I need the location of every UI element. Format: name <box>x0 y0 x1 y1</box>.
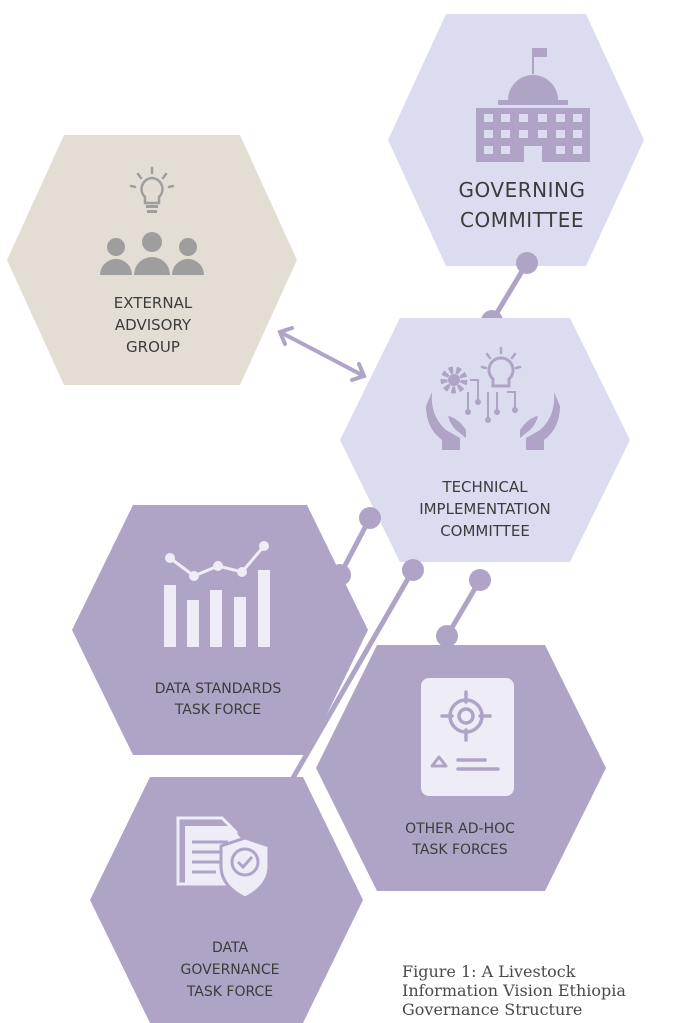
external-label-line2: ADVISORY <box>115 316 192 334</box>
connector-node <box>436 625 458 647</box>
data-governance-label-line2: GOVERNANCE <box>181 962 280 978</box>
data-governance-label-line3: TASK FORCE <box>186 984 273 1000</box>
figure-caption: Figure 1: A Livestock Information Vision… <box>402 962 672 1019</box>
bar-chart-icon <box>164 541 270 647</box>
data-standards-label-line2: TASK FORCE <box>174 702 261 718</box>
connector-node <box>402 559 424 581</box>
caption-line2: Information Vision Ethiopia <box>402 981 626 1000</box>
other-adhoc-label-line2: TASK FORCES <box>411 842 507 858</box>
connector-node <box>359 507 381 529</box>
other-adhoc-label-line1: OTHER AD-HOC <box>405 821 515 837</box>
external-label-line3: GROUP <box>126 338 180 356</box>
target-document-icon <box>421 678 514 796</box>
technical-label-line1: TECHNICAL <box>441 478 528 496</box>
caption-line3: Governance Structure <box>402 1000 583 1019</box>
technical-label-line2: IMPLEMENTATION <box>419 500 551 518</box>
connector-node <box>469 569 491 591</box>
technical-implementation-hex <box>340 318 630 562</box>
hands-gear-bulb-icon <box>426 346 560 450</box>
advisory-people-icon <box>100 166 204 275</box>
technical-label-line3: COMMITTEE <box>440 522 530 540</box>
connector-node <box>516 252 538 274</box>
data-governance-label-line1: DATA <box>212 940 248 956</box>
data-governance-hex <box>90 777 363 1023</box>
data-standards-label-line1: DATA STANDARDS <box>155 681 282 697</box>
external-label-line1: EXTERNAL <box>114 294 193 312</box>
government-building-icon <box>476 48 590 162</box>
governing-label-line2: COMMITTEE <box>460 208 584 232</box>
connector-node <box>329 564 351 586</box>
connector-governing-technical <box>489 261 530 323</box>
governing-label-line1: GOVERNING <box>459 178 586 202</box>
connector-external-technical <box>277 326 367 382</box>
connector-technical-governance <box>290 568 416 780</box>
caption-line1: Figure 1: A Livestock <box>402 962 576 981</box>
document-shield-icon <box>176 816 271 900</box>
